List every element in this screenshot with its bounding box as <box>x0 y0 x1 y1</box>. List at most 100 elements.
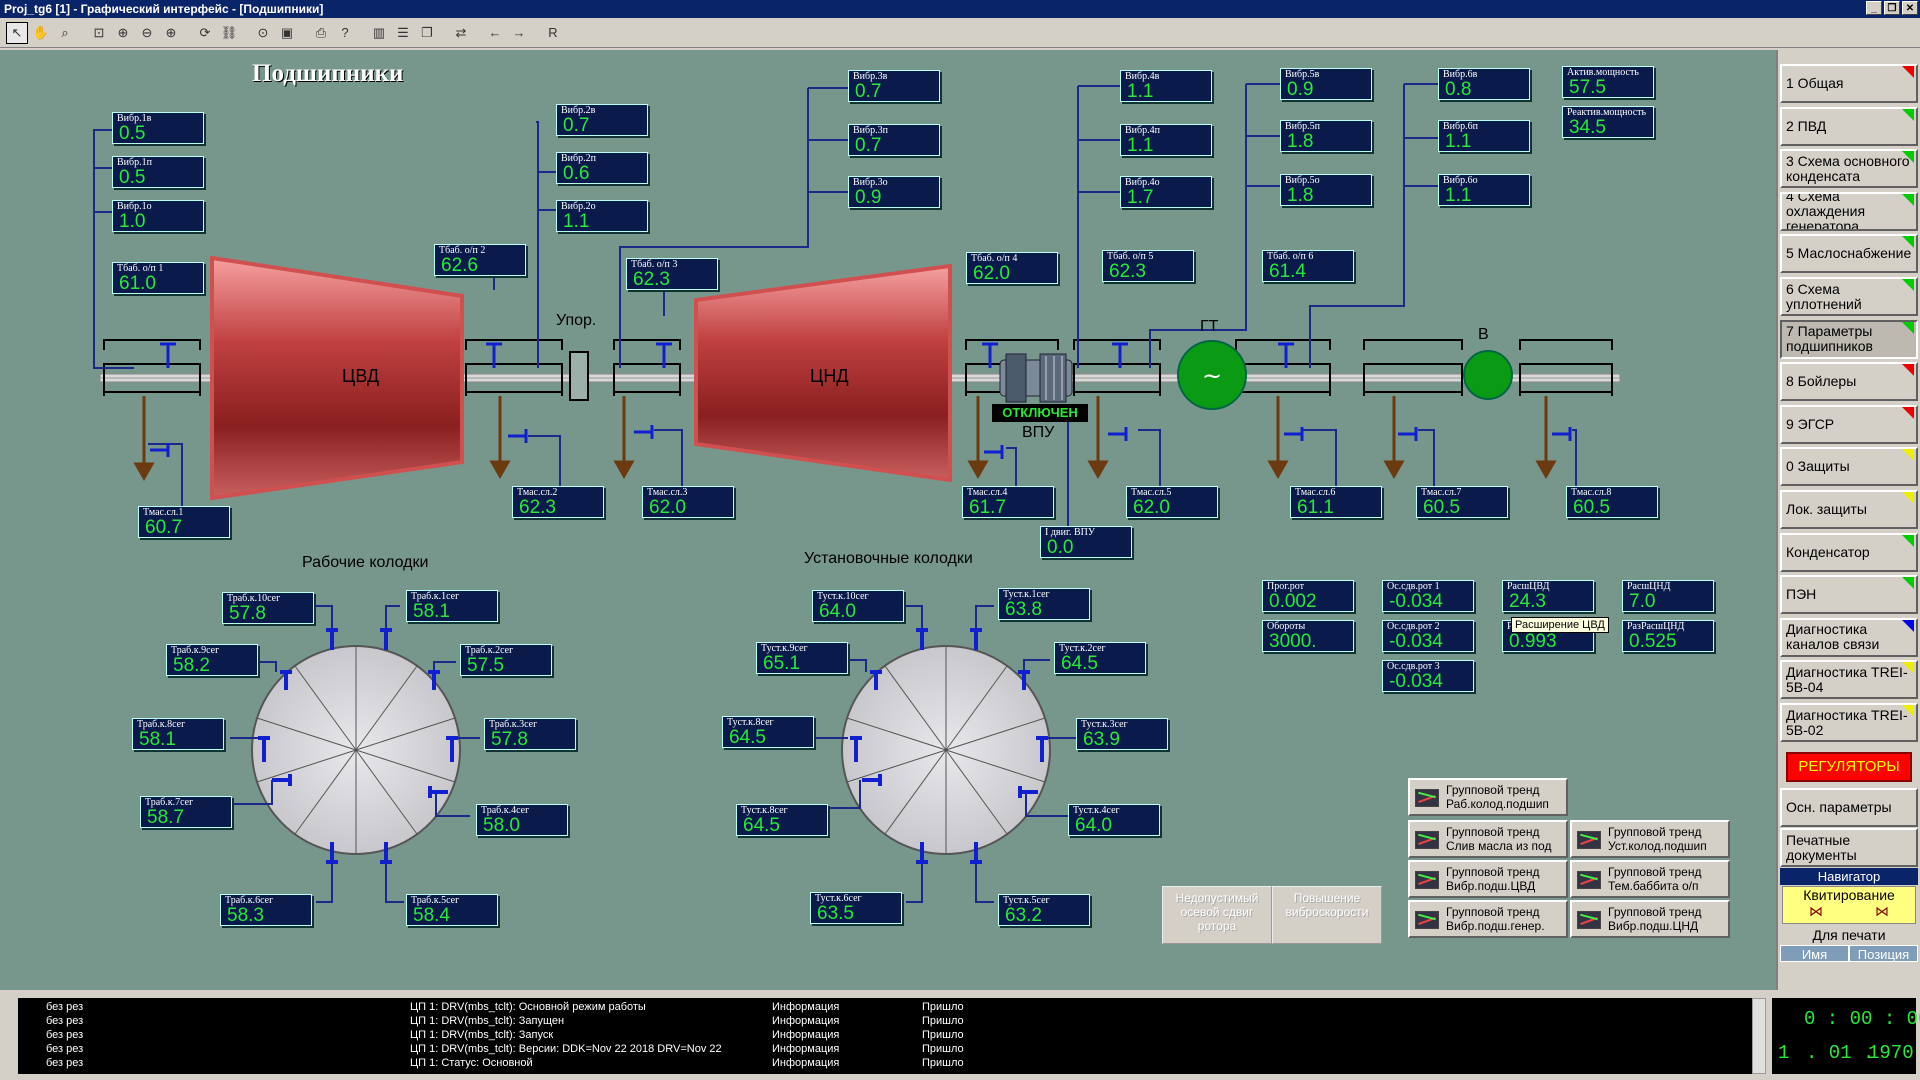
sidebar-item-5[interactable]: 5 Маслоснабжение <box>1780 234 1918 274</box>
windows-icon[interactable]: ❐ <box>421 24 433 40</box>
exciter-shape[interactable] <box>1463 350 1513 400</box>
list-icon[interactable]: ☰ <box>397 24 409 40</box>
sidebar-item-4[interactable]: 4 Схема охлаждения генератора <box>1780 191 1918 231</box>
help-icon[interactable]: ? <box>341 25 349 40</box>
sidebar-item-3[interactable]: 3 Схема основного конденсата <box>1780 149 1918 189</box>
hand-icon[interactable]: ✋ <box>32 24 50 40</box>
sidebar-item-16[interactable]: Диагностика TREI-5B-02 <box>1780 703 1918 742</box>
print-icon[interactable]: ⎙ <box>315 24 327 40</box>
value-box-ossd2[interactable]: Ос.сдв.рот 2-0.034 <box>1382 620 1474 652</box>
print-docs-button[interactable]: Печатные документы <box>1780 828 1918 867</box>
sidebar-item-8[interactable]: 8 Бойлеры <box>1780 362 1918 402</box>
zoom-in-icon[interactable]: ⊕ <box>165 24 177 40</box>
sidebar-item-11[interactable]: Лок. защиты <box>1780 490 1918 529</box>
link-icon[interactable]: ⛓ <box>220 24 238 40</box>
sidebar-item-12[interactable]: Конденсатор <box>1780 532 1918 572</box>
zoom-out-icon[interactable]: ⊖ <box>141 24 153 40</box>
vpu-motor-icon[interactable] <box>999 353 1073 403</box>
layout-icon[interactable]: ▥ <box>372 24 386 40</box>
cnd-turbine-shape[interactable] <box>694 263 952 483</box>
forward-arrow-icon[interactable]: → <box>512 25 526 40</box>
sidebar-item-1[interactable]: 1 Общая <box>1780 64 1918 103</box>
value-box-ossd3[interactable]: Ос.сдв.рот 3-0.034 <box>1382 660 1474 692</box>
r-button[interactable]: R <box>548 25 558 40</box>
save-icon[interactable]: ▣ <box>280 24 294 40</box>
sidebar-item-9[interactable]: 9 ЭГСР <box>1780 404 1918 444</box>
restore-button[interactable]: ❐ <box>1884 1 1900 15</box>
kvit-button[interactable]: Квитирование ⋈⋈ <box>1782 886 1916 924</box>
tab-name[interactable]: Имя <box>1780 945 1849 962</box>
regulators-button[interactable]: РЕГУЛЯТОРЫ <box>1786 752 1912 782</box>
tab-position[interactable]: Позиция <box>1849 945 1918 962</box>
sidebar-item-2[interactable]: 2 ПВД <box>1780 106 1918 146</box>
sidebar-item-7[interactable]: 7 Параметры подшипников <box>1780 319 1918 359</box>
sidebar-item-15[interactable]: Диагностика TREI-5B-04 <box>1780 660 1918 700</box>
zoom-icon[interactable]: ⌕ <box>61 24 69 40</box>
back-arrow-icon[interactable]: ← <box>488 25 502 40</box>
generator-shape[interactable] <box>1177 340 1247 410</box>
zoom-window-icon[interactable]: ⊕ <box>117 24 129 40</box>
cvd-turbine-shape[interactable] <box>210 255 464 501</box>
sidebar-item-10[interactable]: 0 Защиты <box>1780 447 1918 487</box>
sidebar-item-14[interactable]: Диагностика каналов связи <box>1780 617 1918 657</box>
osn-params-button[interactable]: Осн. параметры <box>1780 788 1918 827</box>
zoom-fit-icon[interactable]: ⊡ <box>93 24 105 40</box>
refresh-icon[interactable]: ⟳ <box>199 24 211 40</box>
